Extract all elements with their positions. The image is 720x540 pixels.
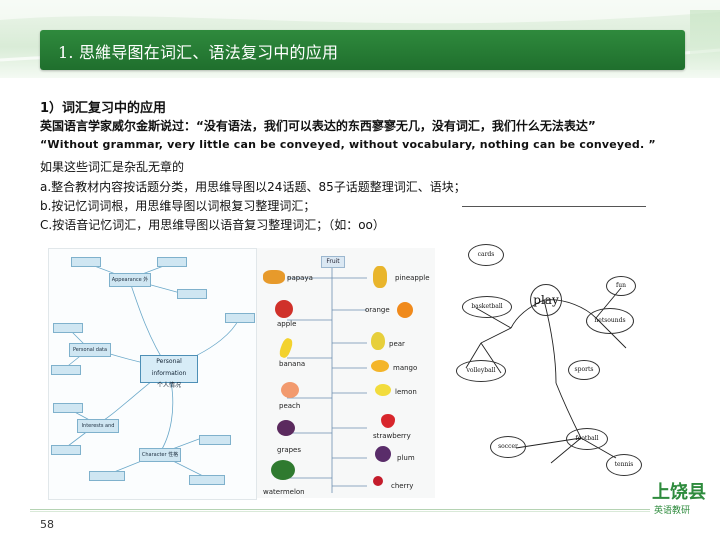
fruit-label: papaya bbox=[287, 274, 313, 282]
hd-node-soccer: soccer bbox=[490, 436, 526, 458]
section-heading: 1）词汇复习中的应用 bbox=[40, 101, 167, 116]
logo: 上饶县 英语教研 bbox=[652, 478, 718, 534]
fruit-label: apple bbox=[277, 320, 297, 328]
fruit-label: grapes bbox=[277, 446, 302, 454]
mm-node-personal-data: Personal data 个人信息 bbox=[69, 343, 111, 357]
pear-icon bbox=[371, 332, 385, 350]
grapes-icon bbox=[277, 420, 295, 436]
handdrawn-mindmap-image: cards play sports fun netsounds basketba… bbox=[456, 244, 646, 498]
mm-node-character: Character 性格特征 bbox=[139, 448, 181, 462]
pineapple-icon bbox=[373, 266, 387, 288]
fruit-lines bbox=[287, 266, 367, 493]
fruit-label: watermelon bbox=[263, 488, 305, 496]
cherry-icon bbox=[373, 476, 383, 486]
hd-node-cards: cards bbox=[468, 244, 504, 266]
mm-leaf bbox=[177, 289, 207, 299]
logo-line2: 英语教研 bbox=[654, 506, 691, 516]
footer-divider bbox=[30, 511, 650, 512]
mm-leaf bbox=[53, 403, 83, 413]
fruit-label: plum bbox=[397, 454, 415, 462]
fruit-label: strawberry bbox=[373, 432, 411, 440]
mm-leaf bbox=[51, 365, 81, 375]
lemon-icon bbox=[375, 384, 391, 396]
hd-node-basketball: basketball bbox=[462, 296, 512, 318]
mm-leaf bbox=[189, 475, 225, 485]
hd-node-tennis: tennis bbox=[606, 454, 642, 476]
page-number: 58 bbox=[40, 518, 54, 531]
strawberry-icon bbox=[381, 414, 395, 428]
watermelon-icon bbox=[271, 460, 295, 480]
fruit-label: orange bbox=[365, 306, 390, 314]
quote-chinese: 英国语言学家威尔金斯说过：“没有语法，我们可以表达的东西寥寥无几，没有词汇，我们… bbox=[40, 119, 596, 133]
mm-leaf bbox=[51, 445, 81, 455]
footer-divider bbox=[30, 509, 650, 510]
mm-center-en: Personal information bbox=[151, 358, 187, 377]
hd-node-sports: sports bbox=[568, 360, 600, 380]
mm-leaf bbox=[157, 257, 187, 267]
mm-leaf bbox=[71, 257, 101, 267]
fruit-label: lemon bbox=[395, 388, 417, 396]
mm-leaf bbox=[199, 435, 231, 445]
orange-icon bbox=[397, 302, 413, 318]
point-intro: 如果这些词汇是杂乱无章的 bbox=[40, 160, 185, 174]
mm-node-appearance: Appearance 外貌描述 bbox=[109, 273, 151, 287]
mm-leaf bbox=[225, 313, 255, 323]
logo-line1: 上饶县 bbox=[652, 482, 706, 503]
fruit-label: pineapple bbox=[395, 274, 430, 282]
mm-center-cn: 个人情况 bbox=[156, 382, 181, 389]
peach-icon bbox=[281, 382, 299, 398]
hd-node-netsounds: netsounds bbox=[586, 308, 634, 334]
mm-center-node: Personal information 个人情况 bbox=[140, 355, 198, 389]
hd-node-football: football bbox=[566, 428, 608, 450]
point-b: b.按记忆词词根，用思维导图以词根复习整理词汇； bbox=[40, 199, 316, 213]
apple-icon bbox=[275, 300, 293, 318]
mm-node-interests: Interests and hobbies 兴趣和爱好 bbox=[77, 419, 119, 433]
header-stripe bbox=[690, 10, 720, 70]
hd-node-fun: fun bbox=[606, 276, 636, 296]
papaya-icon bbox=[263, 270, 285, 284]
fruit-title: Fruit bbox=[321, 256, 345, 268]
slide-title: 1. 思維导图在词汇、语法复习中的应用 bbox=[58, 43, 339, 62]
mindmap-image: Appearance 外貌描述 Personal data 个人信息 Inter… bbox=[48, 248, 257, 500]
fruit-label: peach bbox=[279, 402, 301, 410]
plum-icon bbox=[375, 446, 391, 462]
mm-leaf bbox=[89, 471, 125, 481]
hd-node-volleyball: volleyball bbox=[456, 360, 506, 382]
hd-center-play: play bbox=[530, 284, 562, 316]
point-c: C.按语音记忆词汇，用思维导图以语音复习整理词汇；（如：oo） bbox=[40, 218, 385, 232]
point-a: a.整合教材内容按话题分类，用思维导图以24话题、85子话题整理词汇、语块； bbox=[40, 180, 466, 194]
fruit-label: banana bbox=[279, 360, 306, 368]
mango-icon bbox=[371, 360, 389, 372]
fruit-label: cherry bbox=[391, 482, 414, 490]
text-underline bbox=[462, 206, 646, 207]
quote-english: “Without grammar, very little can be con… bbox=[40, 138, 656, 151]
fruit-label: pear bbox=[389, 340, 405, 348]
mm-leaf bbox=[53, 323, 83, 333]
fruit-label: mango bbox=[393, 364, 418, 372]
fruit-image: Fruit papaya pineapple orange apple pear… bbox=[257, 248, 435, 498]
title-bar: 1. 思維导图在词汇、语法复习中的应用 bbox=[40, 30, 685, 70]
